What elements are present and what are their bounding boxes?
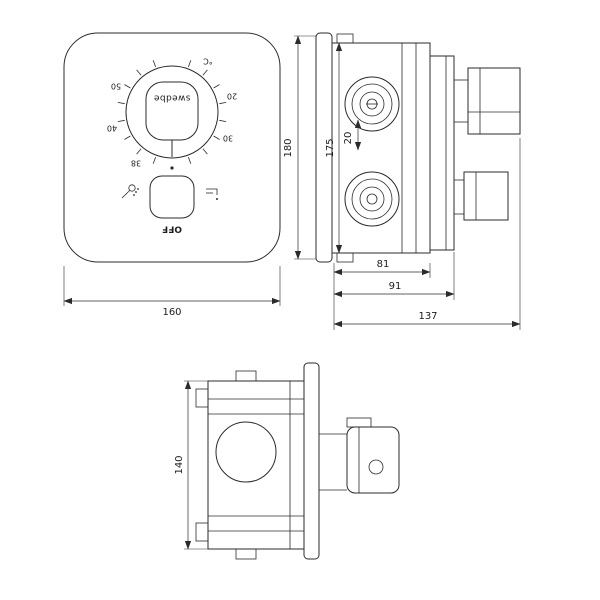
dimension-plate-width: 160 [63,266,281,318]
spout-icon [206,188,218,200]
dimension-depth-91: 91 [333,252,455,300]
dial-label: 38 [131,159,141,168]
dim-value-91: 91 [389,281,402,292]
side-tab-top [195,388,209,408]
control-step [346,417,372,428]
set-screw-circle [368,459,384,475]
dial-tick [219,119,227,122]
control-block [346,426,400,494]
mounting-ear-top [336,33,354,44]
dim-value-175: 175 [325,138,336,157]
rear-block-top [467,67,521,135]
dial-tick [213,84,220,89]
dial-tick-marks [117,60,227,164]
rear-block-bottom [463,171,509,221]
dial-tick [219,102,227,105]
dimension-depth-81: 81 [333,259,431,330]
off-label: OFF [162,224,182,234]
dial-tick [213,135,220,140]
dimension-plate-height: 180 [283,35,316,260]
dial-tick [117,102,125,105]
side-view: 180 175 20 81 91 137 [283,32,521,330]
cartridge-circle [215,421,277,483]
valve-body [331,42,431,254]
temperature-dial [125,65,219,159]
dial-label: 40 [107,124,117,133]
bottom-view: 140 [174,362,400,560]
dial-tick [152,60,156,68]
dial-label: 50 [111,82,121,91]
dial-tick [136,148,142,155]
dim-value-20: 20 [343,132,354,145]
dial-tick [202,69,208,76]
lower-port [344,171,400,227]
dimension-body-height: 175 [325,42,343,254]
dial-tick [117,119,125,122]
on-off-button[interactable] [149,175,195,219]
dim-value-137: 137 [418,311,437,322]
dimension-body-width: 140 [174,380,208,550]
dim-value-180: 180 [283,138,294,157]
front-view: °C 20 30 38 40 50 swedbe OFF [63,32,281,318]
dimension-depth-137: 137 [333,138,521,330]
dial-label: °C [203,57,213,66]
upper-port [344,76,400,132]
ear-bottom [235,548,257,560]
dial-label: 20 [227,92,237,101]
faceplate-edge-bottom [303,362,320,560]
index-dot [170,166,174,170]
ear-top [235,370,257,382]
dim-value-140: 140 [174,455,185,474]
dimension-port-offset: 20 [343,119,362,151]
brand-label: swedbe [153,93,190,103]
dial-tick [152,156,156,164]
rear-neck-top [453,79,469,123]
rear-neck-bottom [453,179,465,215]
faceplate-outline [63,32,281,263]
handshower-icon [121,184,139,199]
dial-tick [202,148,208,155]
mounting-ear-bottom [336,252,354,263]
side-tab-bottom [195,522,209,542]
dial-label: 30 [223,134,233,143]
dial-tick [124,84,131,89]
dim-value-81: 81 [377,259,390,270]
dial-tick [124,135,131,140]
dial-tick [188,156,192,164]
dial-tick [136,69,142,76]
dim-value-160: 160 [162,307,181,318]
dial-tick [188,60,192,68]
back-plate [429,55,455,251]
temperature-knob[interactable] [145,81,199,141]
